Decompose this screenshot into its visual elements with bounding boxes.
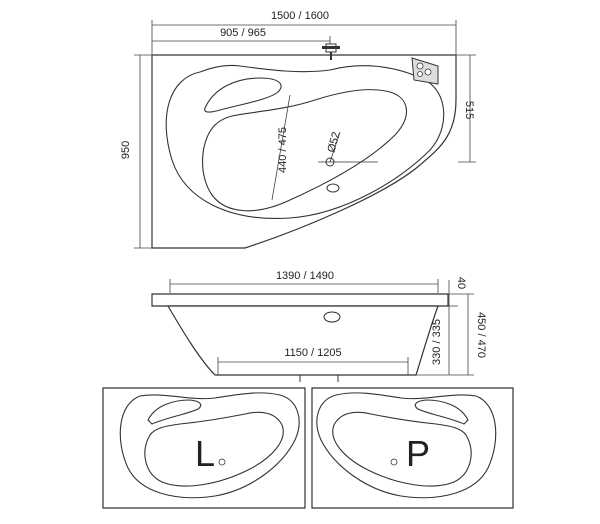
drain-icon <box>318 131 378 167</box>
label-short-side: 515 <box>463 101 475 119</box>
side-view: 1390 / 1490 1150 / 1205 40 330 / 335 450… <box>151 270 487 382</box>
tub-outline-top <box>151 54 457 249</box>
tub-body-side <box>166 305 439 376</box>
tub-basin-top <box>202 89 408 212</box>
label-total-height: 450 / 470 <box>475 312 487 358</box>
label-bottom-length: 1150 / 1205 <box>284 347 341 359</box>
control-panel-icon <box>411 57 439 85</box>
variant-left-frame <box>102 387 306 509</box>
variant-left: L <box>102 387 306 509</box>
label-drain-diameter: Ø52 <box>326 131 343 154</box>
variant-right-rim <box>316 392 497 499</box>
variant-left-label: L <box>195 433 215 474</box>
label-rim-thickness: 40 <box>455 277 467 289</box>
top-view: 1500 / 1600 905 / 965 950 515 <box>120 10 476 249</box>
variant-right-label: P <box>406 433 430 474</box>
label-rim-length: 1390 / 1490 <box>276 270 334 282</box>
label-overall-length: 1500 / 1600 <box>271 10 329 22</box>
overflow-side-icon <box>323 311 341 323</box>
dim-line-inner-depth <box>271 94 291 201</box>
variant-right-basin <box>332 411 472 487</box>
label-inner-depth: 440 / 475 <box>277 127 289 173</box>
label-inner-height: 330 / 335 <box>431 319 443 365</box>
tap-icon <box>322 43 340 60</box>
variant-left-drain-icon <box>218 458 226 466</box>
headrest <box>204 77 282 113</box>
variant-right-frame <box>311 387 514 509</box>
variant-right-drain-icon <box>390 458 398 466</box>
overflow-icon <box>326 183 340 193</box>
variant-right: P <box>311 387 514 509</box>
label-tap-offset: 905 / 965 <box>220 27 266 39</box>
variant-left-headrest <box>147 399 202 425</box>
variant-right-headrest <box>414 399 469 425</box>
variant-left-rim <box>119 392 300 499</box>
tub-rim-side <box>151 293 449 307</box>
variant-left-basin <box>144 411 284 487</box>
tub-rim-top <box>165 64 445 220</box>
label-width: 950 <box>120 141 132 159</box>
